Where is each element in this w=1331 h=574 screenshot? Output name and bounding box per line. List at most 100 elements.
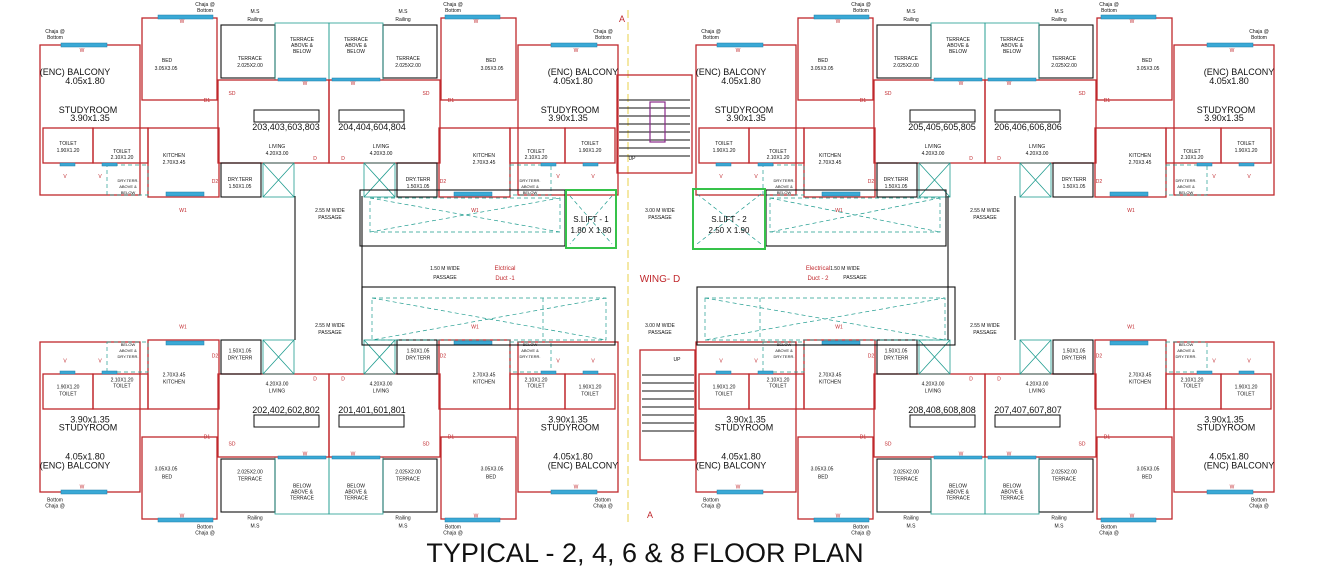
room-label: BED (162, 475, 173, 481)
room-label: 2.70X3.45 (1129, 160, 1152, 166)
room-label: W1 (179, 208, 187, 214)
room-label: W (180, 514, 185, 520)
room-label: LIVING (1029, 389, 1046, 395)
room-label: 4.20X3.00 (1026, 151, 1049, 157)
room-label: DRY.TERR (228, 177, 253, 183)
window (331, 455, 381, 460)
window (715, 162, 732, 167)
room-label: W (574, 485, 579, 491)
room-label: TOILET (1183, 384, 1200, 390)
room-label: W (1130, 514, 1135, 520)
core-label: Elctrical (494, 266, 515, 272)
room-label: DRY.TERR (884, 177, 909, 183)
room-label: DRY.TERR (406, 356, 431, 362)
room-label: BED (1142, 475, 1153, 481)
room-label: BELOW (777, 190, 792, 195)
duct-shaft (262, 339, 295, 375)
room-label: STUDYROOM (715, 105, 774, 115)
plan-title: TYPICAL - 2, 4, 6 & 8 FLOOR PLAN (426, 538, 863, 568)
room-label: Bottom (47, 35, 63, 41)
core-label: 1.50 M WIDE (430, 266, 460, 272)
room-label: V (1212, 174, 1216, 180)
dry-terrace-wall (1052, 162, 1094, 198)
window (1206, 42, 1254, 48)
staircase-top (619, 99, 690, 157)
room-label: W1 (835, 208, 843, 214)
bed-wall (797, 17, 874, 101)
window (59, 370, 76, 375)
room-label: Bottom (703, 35, 719, 41)
room-label: SD (423, 442, 430, 448)
duct-shaft (1019, 162, 1052, 198)
room-label: W (303, 452, 308, 458)
room-label: ABOVE & (345, 43, 368, 49)
window (1238, 370, 1255, 375)
core-label: Electrical (806, 266, 830, 272)
duct-shaft (918, 162, 951, 198)
shaft-top-right (769, 197, 941, 233)
window (157, 517, 214, 523)
room-label: V (63, 174, 67, 180)
room-label: W (959, 81, 964, 87)
room-label: 4.20X3.00 (922, 382, 945, 388)
room-label: 4.05x1.80 (1209, 451, 1249, 461)
room-label: 2.10X1.20 (111, 378, 134, 384)
room-label: BELOW (949, 484, 967, 490)
room-label: TOILET (1237, 141, 1254, 147)
room-label: 3.90x1.35 (1204, 414, 1244, 424)
room-label: D (341, 377, 345, 383)
room-label: 1.90X1.20 (579, 385, 602, 391)
room-label: Bottom (595, 35, 611, 41)
core-label: PASSAGE (648, 330, 672, 336)
room-label: 3.90x1.35 (70, 414, 110, 424)
window (1196, 370, 1213, 375)
room-label: TERRACE (894, 56, 919, 62)
room-label: Chaja @ (45, 504, 65, 510)
room-label: D1 (1104, 98, 1111, 104)
room-label: Chaja @ (701, 29, 721, 35)
bed-wall (440, 17, 517, 101)
room-label: V (754, 174, 758, 180)
window (550, 42, 598, 48)
room-label: TOILET (769, 384, 786, 390)
room-label: DRY.TERR. (774, 178, 795, 183)
room-label: TERRACE (1000, 37, 1025, 43)
window (757, 162, 774, 167)
unit-numbers: 202,402,602,802 (252, 405, 320, 415)
room-label: DRY.TERR. (1176, 354, 1197, 359)
room-label: STUDYROOM (1197, 422, 1256, 432)
room-label: W (1007, 81, 1012, 87)
room-label: DRY.TERR. (520, 354, 541, 359)
shaft-cross (1019, 162, 1052, 198)
room-label: 2.10X1.20 (525, 378, 548, 384)
terrace-wall (1038, 24, 1094, 79)
dry-terrace-above-below (1165, 164, 1208, 196)
core-label: PASSAGE (318, 330, 342, 336)
room-label: LIVING (925, 144, 942, 150)
room-label: W (836, 514, 841, 520)
dry-terrace-wall (876, 162, 918, 198)
room-label: BELOW (347, 484, 365, 490)
core-label: 2.55 M WIDE (970, 208, 1000, 214)
room-label: W (836, 19, 841, 25)
room-label: Chaja @ (851, 2, 871, 8)
room-label: D2 (1096, 354, 1103, 360)
core-label: PASSAGE (433, 275, 457, 281)
bed-wall (1096, 436, 1173, 520)
kitchen-wall (147, 127, 220, 198)
unit-number-box (338, 109, 405, 123)
room-label: W1 (471, 325, 479, 331)
window (813, 14, 870, 20)
window (821, 191, 861, 197)
room-label: ABOVE & (1001, 43, 1024, 49)
room-label: BELOW (777, 342, 792, 347)
dry-terrace-above-below (762, 164, 805, 196)
core-label: 3.00 M WIDE (645, 323, 675, 329)
flat-7: (ENC) BALCONY4.05x1.80STUDYROOM3.90x1.35… (695, 325, 986, 537)
dry-terrace-above-below (509, 341, 552, 373)
room-label: Railing (247, 516, 263, 522)
room-label: D (969, 156, 973, 162)
room-label: D1 (448, 98, 455, 104)
room-label: TOILET (769, 149, 786, 155)
room-label: 4.05x1.80 (721, 76, 761, 86)
